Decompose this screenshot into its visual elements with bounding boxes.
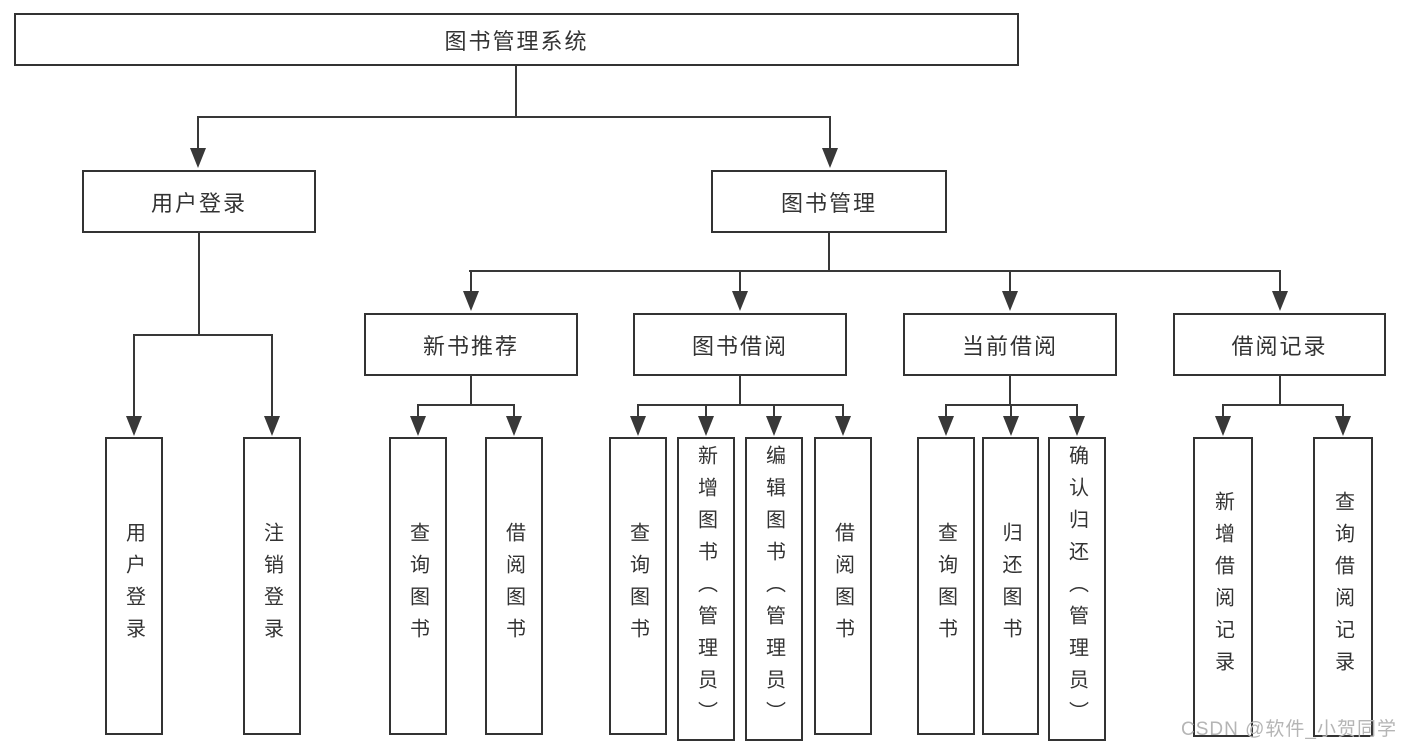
- connector-vline: [1076, 404, 1078, 417]
- leaf-label: 归还图书: [999, 522, 1021, 650]
- leaf-return-books: 归还图书: [982, 437, 1039, 735]
- csdn-watermark: CSDN @软件_小贺同学: [1181, 719, 1397, 740]
- leaf-query-books: 查询图书: [609, 437, 667, 735]
- arrowhead-down-icon: [1002, 291, 1018, 311]
- arrowhead-down-icon: [630, 416, 646, 436]
- leaf-confirm-return-admin: 确认归还（管理员）: [1048, 437, 1106, 741]
- leaf-query-books: 查询图书: [917, 437, 975, 735]
- connector-vline: [1222, 404, 1224, 417]
- connector-vline: [773, 404, 775, 417]
- connector-vline: [739, 270, 741, 293]
- arrowhead-down-icon: [732, 291, 748, 311]
- connector-vline: [1342, 404, 1344, 417]
- leaf-borrow-books: 借阅图书: [485, 437, 543, 735]
- arrowhead-down-icon: [1069, 416, 1085, 436]
- node-root-library-system: 图书管理系统: [14, 13, 1019, 66]
- leaf-label: 编辑图书（管理员）: [762, 445, 785, 733]
- leaf-user-login: 用户登录: [105, 437, 163, 735]
- leaf-label: 新增图书（管理员）: [694, 445, 717, 733]
- leaf-label: 用户登录: [122, 522, 145, 650]
- connector-hline: [1222, 404, 1343, 406]
- arrowhead-down-icon: [126, 416, 142, 436]
- connector-vline: [1009, 270, 1011, 293]
- connector-vline: [470, 374, 472, 406]
- node-current-borrowing: 当前借阅: [903, 313, 1117, 376]
- leaf-label: 查询图书: [406, 522, 429, 650]
- connector-vline: [197, 116, 199, 150]
- connector-vline: [133, 334, 135, 418]
- arrowhead-down-icon: [938, 416, 954, 436]
- leaf-label: 借阅图书: [831, 522, 854, 650]
- connector-hline: [637, 404, 844, 406]
- connector-hline: [469, 270, 1281, 272]
- arrowhead-down-icon: [190, 148, 206, 168]
- leaf-query-borrow-record: 查询借阅记录: [1313, 437, 1373, 737]
- arrowhead-down-icon: [506, 416, 522, 436]
- arrowhead-down-icon: [1335, 416, 1351, 436]
- connector-vline: [945, 404, 947, 417]
- connector-vline: [1009, 374, 1011, 406]
- connector-vline: [1279, 374, 1281, 406]
- node-new-book-recommend: 新书推荐: [364, 313, 578, 376]
- connector-vline: [637, 404, 639, 417]
- leaf-label: 确认归还（管理员）: [1065, 445, 1088, 733]
- connector-vline: [513, 404, 515, 417]
- leaf-query-books: 查询图书: [389, 437, 447, 735]
- arrowhead-down-icon: [463, 291, 479, 311]
- connector-vline: [1010, 404, 1012, 417]
- node-book-management: 图书管理: [711, 170, 947, 233]
- arrowhead-down-icon: [1272, 291, 1288, 311]
- connector-vline: [198, 231, 200, 336]
- connector-hline: [417, 404, 515, 406]
- arrowhead-down-icon: [1003, 416, 1019, 436]
- arrowhead-down-icon: [822, 148, 838, 168]
- leaf-edit-book-admin: 编辑图书（管理员）: [745, 437, 803, 741]
- leaf-label: 查询图书: [934, 522, 957, 650]
- leaf-label: 新增借阅记录: [1211, 491, 1234, 683]
- arrowhead-down-icon: [835, 416, 851, 436]
- arrowhead-down-icon: [410, 416, 426, 436]
- leaf-borrow-books: 借阅图书: [814, 437, 872, 735]
- arrowhead-down-icon: [698, 416, 714, 436]
- connector-vline: [739, 374, 741, 406]
- leaf-label: 查询图书: [626, 522, 649, 650]
- connector-vline: [417, 404, 419, 417]
- node-book-borrowing: 图书借阅: [633, 313, 847, 376]
- arrowhead-down-icon: [264, 416, 280, 436]
- connector-vline: [828, 231, 830, 272]
- arrowhead-down-icon: [766, 416, 782, 436]
- connector-vline: [470, 270, 472, 293]
- arrowhead-down-icon: [1215, 416, 1231, 436]
- leaf-add-book-admin: 新增图书（管理员）: [677, 437, 735, 741]
- leaf-label: 注销登录: [260, 522, 283, 650]
- node-user-login: 用户登录: [82, 170, 316, 233]
- connector-hline: [133, 334, 273, 336]
- leaf-logout: 注销登录: [243, 437, 301, 735]
- connector-vline: [705, 404, 707, 417]
- connector-vline: [842, 404, 844, 417]
- connector-vline: [271, 334, 273, 418]
- node-borrowing-records: 借阅记录: [1173, 313, 1386, 376]
- leaf-label: 借阅图书: [502, 522, 525, 650]
- connector-vline: [1279, 270, 1281, 293]
- connector-hline: [197, 116, 831, 118]
- connector-vline: [515, 66, 517, 118]
- leaf-label: 查询借阅记录: [1331, 491, 1354, 683]
- leaf-add-borrow-record: 新增借阅记录: [1193, 437, 1253, 737]
- connector-vline: [829, 116, 831, 150]
